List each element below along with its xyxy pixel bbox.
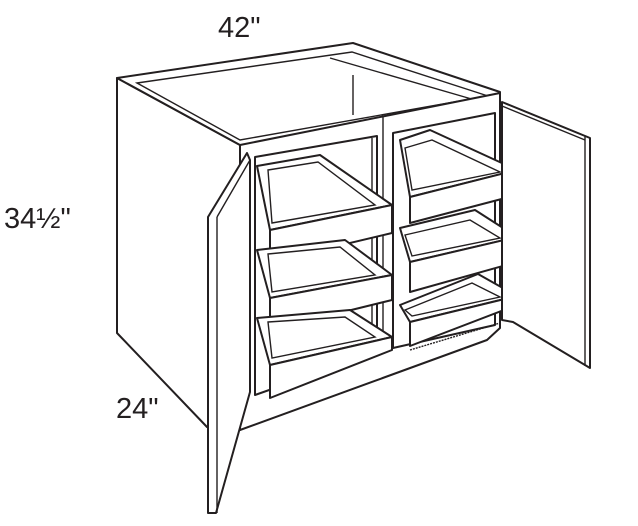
height-dimension-label: 34½" (4, 203, 71, 235)
width-dimension-label: 42" (218, 12, 261, 44)
left-drawers (256, 154, 393, 399)
left-door (207, 152, 251, 514)
right-drawers (399, 129, 518, 351)
depth-dimension-label: 24" (116, 393, 159, 425)
top-rear-rail (329, 57, 476, 101)
right-door (501, 101, 591, 369)
left-drawer-3 (269, 336, 393, 399)
